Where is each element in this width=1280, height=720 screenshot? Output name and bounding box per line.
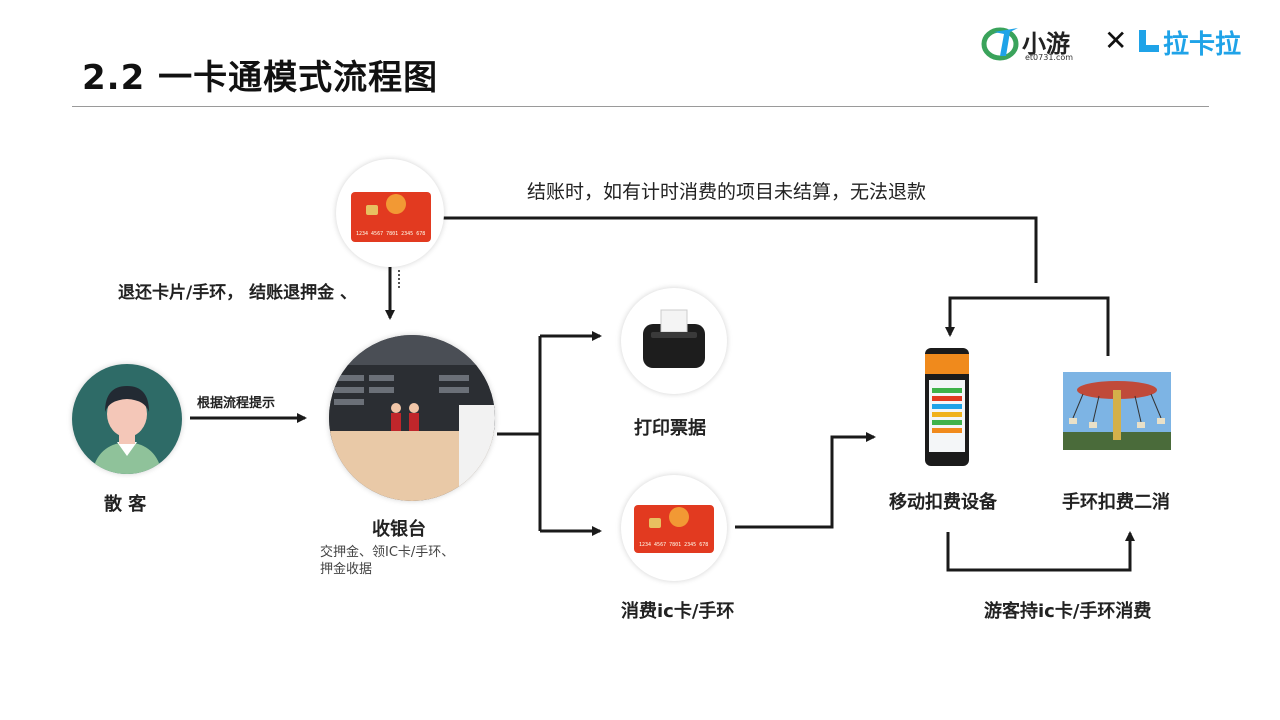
line-checkout-notice [440, 216, 1038, 283]
printer-circle [621, 288, 727, 394]
cashier-note: 交押金、领IC卡/手环、 押金收据 [320, 544, 454, 578]
ic-card-icon: 1234 4567 7801 2345 678 [351, 192, 431, 242]
logo-url: et0731.com [1025, 53, 1074, 62]
customer-label: 散 客 [104, 494, 147, 515]
xiaoyou-logo-icon [981, 27, 1019, 61]
dotted-marker [398, 270, 403, 288]
card-number: 1234 4567 7801 2345 678 [356, 231, 425, 237]
page-title: 2.2 一卡通模式流程图 [82, 58, 439, 98]
arrow-card-to-device [735, 432, 876, 529]
logo-xiaoyou-text: 小游 [1022, 30, 1070, 58]
cashier-label: 收银台 [372, 519, 426, 540]
tourist-consume-label: 游客持ic卡/手环消费 [984, 601, 1152, 622]
cashier-counter-icon [329, 335, 495, 501]
card-number-2: 1234 4567 7801 2345 678 [639, 542, 708, 548]
ride-photo [1063, 372, 1171, 450]
mobile-device-label: 移动扣费设备 [889, 492, 997, 513]
bracelet-label: 手环扣费二消 [1062, 492, 1170, 513]
logo-cross: ✕ [1104, 24, 1128, 57]
pos-terminal-icon [925, 348, 969, 466]
customer-avatar [72, 364, 182, 474]
checkout-notice: 结账时，如有计时消费的项目未结算，无法退款 [527, 181, 927, 203]
follow-prompt-label: 根据流程提示 [197, 396, 276, 411]
mobile-pos-device [922, 348, 972, 466]
lakala-logo-icon [1139, 30, 1159, 52]
receipt-printer-icon [643, 309, 705, 368]
ic-card-icon-2: 1234 4567 7801 2345 678 [634, 505, 714, 553]
return-card-label: 退还卡片/手环， 结账退押金 、 [118, 283, 358, 303]
title-divider [72, 106, 1209, 107]
amusement-ride-icon [1063, 372, 1171, 450]
cashier-photo [329, 335, 495, 501]
cashier-note-line2: 押金收据 [320, 562, 373, 577]
print-receipt-label: 打印票据 [634, 418, 706, 439]
logo-lakala-text: 拉卡拉 [1163, 30, 1242, 60]
arrow-bracelet-to-device [945, 296, 1110, 356]
cashier-note-line1: 交押金、领IC卡/手环、 [320, 545, 455, 560]
ic-card-return-circle: 1234 4567 7801 2345 678 [336, 159, 444, 267]
brand-logos: 小游 et0731.com ✕ 拉卡拉 [980, 22, 1270, 67]
consume-card-circle: 1234 4567 7801 2345 678 [621, 475, 727, 581]
person-icon [92, 386, 162, 474]
arrow-device-to-bracelet [946, 531, 1135, 572]
consume-card-label: 消费ic卡/手环 [621, 601, 735, 622]
